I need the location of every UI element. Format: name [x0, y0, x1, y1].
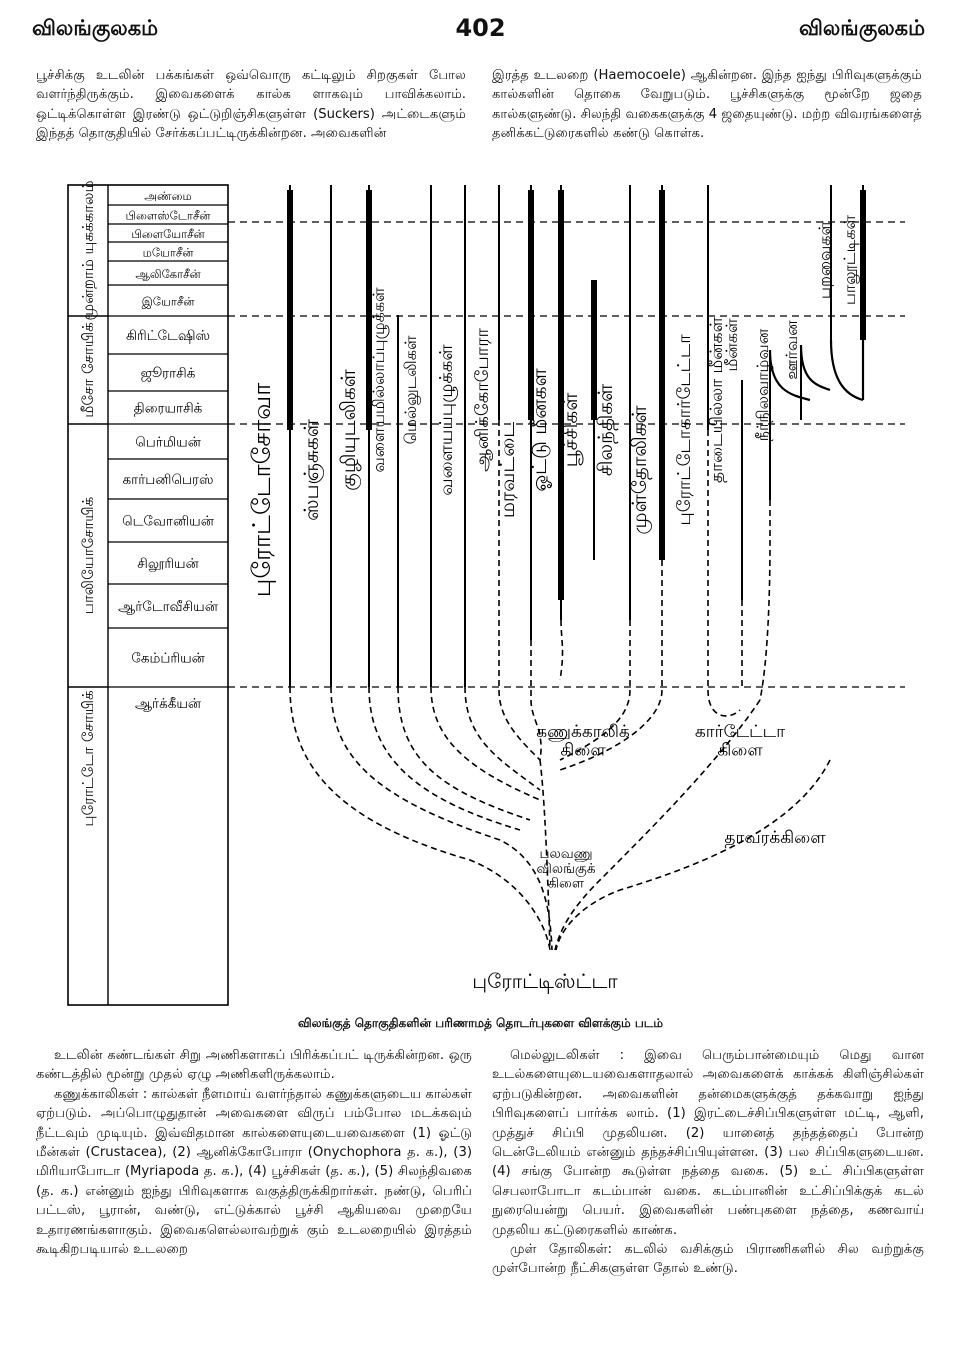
bottom-left-column: உடலின் கண்டங்கள் சிறு அணிகளாகப் பிரிக்கப… — [36, 1046, 472, 1259]
lineage-label: மரவட்டை — [495, 422, 519, 518]
lineage-label: ஊர்வன — [782, 320, 801, 380]
lineage-labels: புரோட்டோசோவா ஸ்பஞ்சுகள் குழியுடலிகள் வளையமி… — [247, 214, 860, 597]
group-labels: கணுக்காலிக்கிளை கார்டேட்டாகிளை பலவணுவிலங்க… — [472, 722, 826, 994]
lineage-label: நீர்நிலவாழ்வன — [753, 328, 772, 441]
chordata-group-label: கார்டேட்டாகிளை — [695, 722, 785, 761]
dashed-branch — [397, 686, 531, 821]
paragraph: முள் தோலிகள்: கடலில் வசிக்கும் பிராணிகளி… — [492, 1242, 924, 1277]
dashed-branch — [559, 620, 631, 761]
arthropoda-group-label: கணுக்காலிக்கிளை — [536, 722, 630, 761]
lineage-label: ஸ்பஞ்சுகள் — [299, 419, 324, 521]
lineage-label: ஆனிக்கோபோரா — [472, 328, 493, 472]
period-label: ஆர்க்கீயன் — [135, 696, 202, 712]
running-header-right: விலங்குலகம் — [798, 16, 925, 40]
lineage-label: ஓட்டு மீன்கள் — [527, 368, 552, 491]
lineage-label: தாடையில்லா மீன்கள் — [707, 316, 727, 483]
period-label: இயோசீன் — [142, 295, 196, 310]
lineage-label: வளையமில்லாப்புழுக்கள் — [369, 287, 389, 473]
metazoa-group-label: பலவணுவிலங்குக்கிளை — [537, 846, 596, 892]
protista-root-label: புரோட்டிஸ்ட்டா — [472, 969, 618, 994]
period-label: பெர்மியன் — [135, 435, 201, 451]
top-right-paragraph: இரத்த உடலறை (Haemocoele) ஆகின்றன. இந்த ஐ… — [492, 66, 922, 144]
dashed-branch — [539, 759, 551, 951]
solid-branch — [829, 339, 864, 402]
period-label: ஆர்டோவீசியன் — [118, 599, 219, 615]
period-label: திரையாசிக் — [134, 401, 203, 417]
period-label: ஆலிகோசீன் — [135, 267, 201, 281]
paragraph: கணுக்காலிகள் : கால்கள் நீளமாய் வளர்ந்தால… — [36, 1086, 472, 1258]
dashed-branch — [759, 500, 771, 701]
paragraph: மெல்லுடலிகள் : இவை பெரும்பான்மையும் மெது… — [492, 1048, 924, 1238]
dashed-branch — [289, 686, 551, 951]
lineage-label: புரோட்டோசோவா — [247, 383, 276, 598]
dashed-branch — [554, 699, 761, 951]
running-header-left: விலங்குலகம் — [32, 16, 159, 40]
dashed-branch — [464, 686, 541, 791]
period-label: பிளைஸ்டோசீன் — [126, 209, 212, 223]
lineage-label: பாலூட்டிகள் — [840, 214, 860, 305]
dashed-branch — [368, 686, 521, 831]
evolution-tree-diagram: மூன்றாம் யுகக்காலம் மீசோ சோயிக் பாலியோசோயி… — [67, 180, 905, 1006]
period-label: அண்மை — [144, 189, 192, 203]
era-boundary-lines — [228, 221, 905, 688]
dashed-branch — [430, 686, 541, 801]
lineage-label: வளையப்புழுக்கள் — [436, 344, 458, 496]
era-label: மூன்றாம் யுகக்காலம் — [79, 180, 97, 320]
lineage-label: குழியுடலிகள் — [336, 369, 361, 491]
lineage-label: மெல்லுடலிகள் — [401, 335, 421, 444]
dashed-branch — [498, 420, 541, 761]
dashed-branch — [530, 640, 542, 761]
dashed-branch — [559, 619, 564, 681]
period-label: டெவோனியன் — [122, 514, 215, 530]
period-labels: அண்மை பிளைஸ்டோசீன் பிளையோசீன் மயோசீன் ஆலிகோச… — [118, 189, 219, 712]
lineage-label: புரோட்டோகார்டேட்டா — [674, 334, 695, 526]
lineage-label: மீன்கள் — [722, 318, 741, 372]
era-label: புரோட்டோ சோயிக் — [79, 690, 97, 826]
dashed-branch — [555, 759, 831, 951]
period-label: சிலூரியன் — [137, 556, 199, 572]
plant-group-label: தாவரக்கிளை — [724, 828, 826, 848]
lineage-branches — [287, 185, 866, 951]
body-text: பூச்சிக்கு உடலின் பக்கங்கள் ஒவ்வொரு கட்ட… — [36, 68, 466, 142]
body-text: இரத்த உடலறை (Haemocoele) ஆகின்றன. இந்த ஐ… — [492, 68, 922, 142]
era-label: பாலியோசோயிக் — [79, 497, 97, 614]
top-left-paragraph: பூச்சிக்கு உடலின் பக்கங்கள் ஒவ்வொரு கட்ட… — [36, 66, 466, 144]
bottom-right-column: மெல்லுடலிகள் : இவை பெரும்பான்மையும் மெது… — [492, 1046, 924, 1279]
lineage-label: பூச்சிகள் — [558, 393, 583, 468]
paragraph: உடலின் கண்டங்கள் சிறு அணிகளாகப் பிரிக்கப… — [36, 1048, 472, 1083]
lineage-label: சிலந்திகள் — [593, 384, 618, 476]
solid-branch — [768, 349, 811, 402]
lineage-label: பறவைகள் — [815, 220, 834, 298]
era-label: மீசோ சோயிக் — [79, 322, 97, 417]
era-labels: மூன்றாம் யுகக்காலம் மீசோ சோயிக் பாலியோசோயி… — [79, 180, 97, 826]
period-label: கிரிட்டேஷிஸ் — [126, 328, 211, 344]
geologic-time-table — [67, 184, 229, 1006]
period-label: பிளையோசீன் — [131, 227, 205, 241]
solid-branch — [799, 344, 831, 392]
dashed-branch — [330, 686, 553, 951]
period-label: கேம்ப்ரியன் — [131, 651, 205, 667]
period-label: மயோசீன் — [143, 246, 195, 260]
figure-caption: விலங்குத் தொகுதிகளின் பரிணாமத் தொடர்புகள… — [297, 1016, 663, 1030]
lineage-label: முள்தோலிகள் — [627, 405, 652, 534]
dashed-branch — [707, 430, 741, 717]
period-label: கார்பனிபெரஸ் — [123, 472, 214, 488]
table-border — [67, 184, 229, 1006]
dashed-branch — [559, 560, 663, 771]
page-number: 402 — [455, 14, 506, 42]
period-label: ஜூராசிக் — [141, 366, 196, 383]
